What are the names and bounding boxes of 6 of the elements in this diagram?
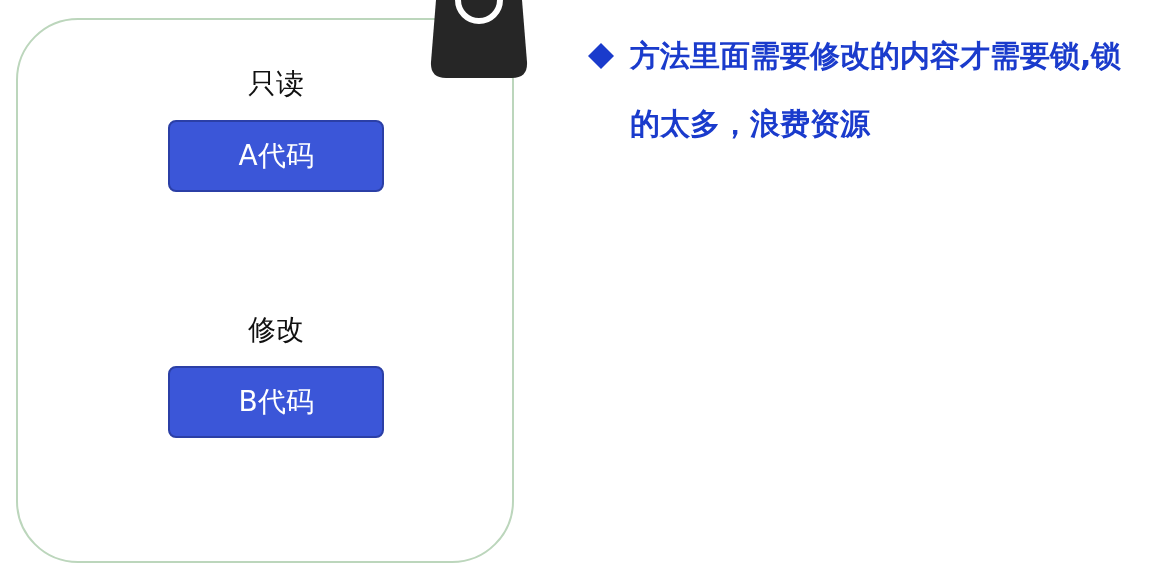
section-heading: 只读 [247, 66, 305, 102]
container-panel [16, 18, 514, 563]
code-block: A代码 [168, 120, 384, 192]
code-block: B代码 [168, 366, 384, 438]
section-heading: 修改 [247, 312, 305, 348]
bullet-text: 方法里面需要修改的内容才需要锁,锁的太多，浪费资源 [630, 37, 1123, 143]
